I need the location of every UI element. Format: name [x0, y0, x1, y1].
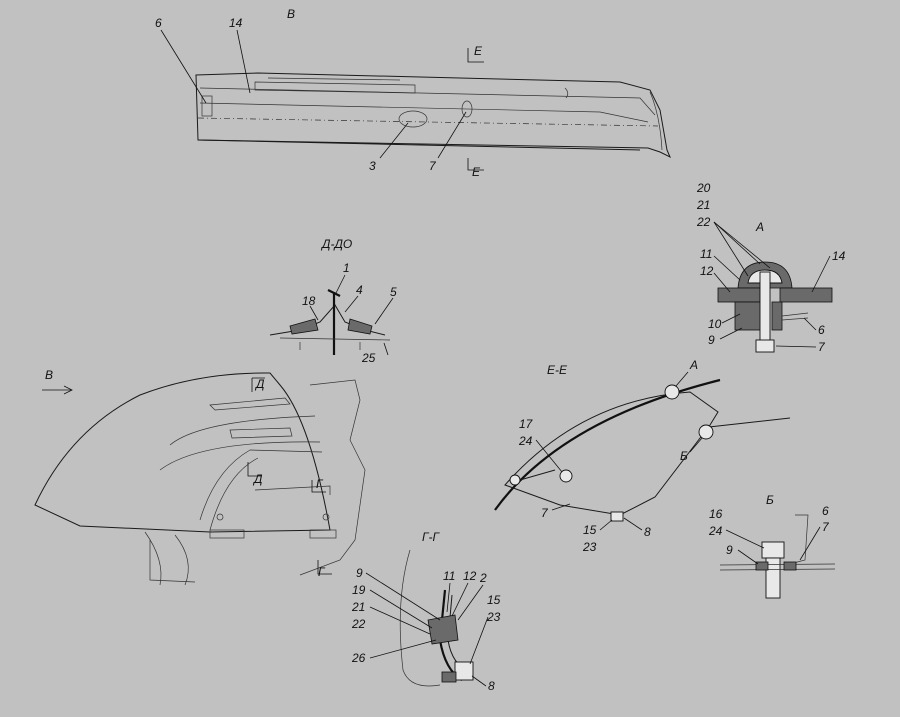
section-gg-title: Г-Г — [422, 530, 441, 544]
label-a-10: 10 — [708, 317, 722, 331]
label-dd-5: 5 — [390, 285, 397, 299]
label-dd-1: 1 — [343, 261, 350, 275]
label-b-7: 7 — [822, 520, 830, 534]
label-main-b-arrow: В — [45, 368, 53, 382]
label-main-g-right: Г — [316, 477, 324, 491]
label-gg-19: 19 — [352, 583, 366, 597]
hole-3 — [398, 110, 428, 128]
label-v-14: 14 — [229, 16, 243, 30]
plate-12 — [717, 287, 761, 303]
fastener-b — [698, 424, 714, 440]
fairing-outline — [34, 372, 331, 533]
label-gg-26: 26 — [351, 651, 366, 665]
label-a-11: 11 — [700, 247, 712, 261]
label-a-14: 14 — [832, 249, 846, 263]
label-ee-17: 17 — [519, 417, 534, 431]
bolt-shaft — [759, 271, 771, 343]
label-main-d-top: Д — [254, 377, 265, 391]
section-ee: Е-Е А Б 17 24 7 15 23 8 — [494, 358, 791, 554]
label-a-20: 20 — [696, 181, 711, 195]
detail-a: А 20 21 22 11 12 14 10 9 6 7 — [696, 181, 846, 354]
label-ee-7: 7 — [541, 506, 549, 520]
label-dd-18: 18 — [302, 294, 316, 308]
label-ee-15: 15 — [583, 523, 597, 537]
label-b-16: 16 — [709, 507, 723, 521]
label-gg-23: 23 — [486, 610, 501, 624]
bracket-6 — [201, 95, 213, 117]
label-v-e-bot: Е — [472, 165, 481, 179]
view-v: В Е Е 6 14 3 7 — [155, 7, 671, 179]
label-a-21: 21 — [696, 198, 710, 212]
detail-a-title: А — [755, 220, 764, 234]
label-v-3: 3 — [369, 159, 376, 173]
label-a-22: 22 — [696, 215, 711, 229]
label-dd-4: 4 — [356, 283, 363, 297]
label-a-12: 12 — [700, 264, 714, 278]
label-gg-22: 22 — [351, 617, 366, 631]
label-ee-b: Б — [680, 449, 688, 463]
fairing-top-outline — [195, 72, 671, 159]
label-ee-24: 24 — [518, 434, 533, 448]
fastener-a — [664, 384, 680, 400]
section-gg: Г-Г 9 19 21 22 26 11 12 2 15 23 8 — [351, 530, 501, 693]
label-gg-11: 11 — [443, 569, 455, 583]
plate-14 — [779, 287, 833, 303]
section-ee-title: Е-Е — [547, 363, 568, 377]
label-a-6: 6 — [818, 323, 825, 337]
section-dd: Д-ДО 1 18 4 5 25 — [269, 237, 397, 365]
view-v-title: В — [287, 7, 295, 21]
fairing-lower-edge — [197, 139, 641, 151]
label-ee-8: 8 — [644, 525, 651, 539]
label-b-6: 6 — [822, 504, 829, 518]
label-main-d-mid: Д — [252, 472, 263, 486]
label-dd-25: 25 — [361, 351, 376, 365]
label-gg-15: 15 — [487, 593, 501, 607]
label-v-e-top: Е — [474, 44, 483, 58]
label-b-24: 24 — [708, 524, 723, 538]
detail-b: Б 16 24 9 6 7 — [708, 493, 836, 599]
label-gg-9: 9 — [356, 566, 363, 580]
label-gg-21: 21 — [351, 600, 365, 614]
label-v-7: 7 — [429, 159, 437, 173]
label-gg-8: 8 — [488, 679, 495, 693]
label-b-9: 9 — [726, 543, 733, 557]
section-dd-title: Д-ДО — [320, 237, 352, 251]
detail-b-title: Б — [766, 493, 774, 507]
label-v-6: 6 — [155, 16, 162, 30]
label-ee-a: А — [689, 358, 698, 372]
label-gg-2: 2 — [479, 571, 487, 585]
label-main-g-bot: Г — [318, 565, 326, 579]
main-cab-view: В Д Д Г Г — [34, 368, 366, 586]
label-a-7: 7 — [818, 340, 826, 354]
label-ee-23: 23 — [582, 540, 597, 554]
fastener-8 — [454, 661, 474, 681]
label-gg-12: 12 — [463, 569, 477, 583]
label-a-9: 9 — [708, 333, 715, 347]
